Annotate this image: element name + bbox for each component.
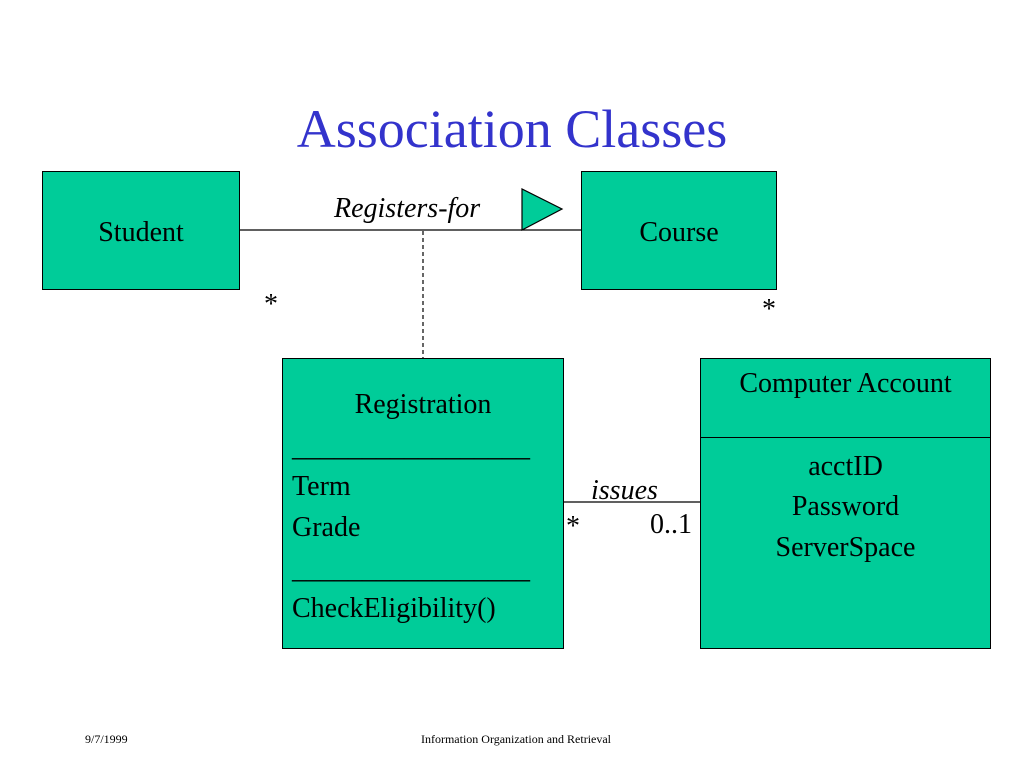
class-course-name: Course bbox=[639, 217, 719, 248]
class-computer-account[interactable]: Computer Account acctID Password ServerS… bbox=[700, 358, 991, 649]
registration-separator-top: _________________ bbox=[292, 432, 530, 463]
class-student[interactable]: Student bbox=[42, 171, 240, 290]
footer-title: Information Organization and Retrieval bbox=[420, 732, 612, 746]
direction-arrow-icon bbox=[521, 188, 564, 231]
registration-multiplicity: * bbox=[566, 511, 580, 542]
course-multiplicity: * bbox=[762, 294, 776, 325]
registers-for-label: Registers-for bbox=[334, 193, 481, 224]
registration-attribute-term: Term bbox=[292, 471, 351, 502]
registration-attribute-grade: Grade bbox=[292, 512, 361, 543]
issues-label: issues bbox=[591, 475, 658, 506]
registration-operation: CheckEligibility() bbox=[292, 593, 496, 624]
registration-separator-bottom: _________________ bbox=[292, 554, 530, 585]
computer-account-separator bbox=[701, 437, 990, 438]
computer-account-attribute-serverspace: ServerSpace bbox=[775, 532, 916, 563]
computer-account-class-name: Computer Account bbox=[739, 368, 952, 399]
slide-title: Association Classes bbox=[296, 99, 728, 159]
class-course[interactable]: Course bbox=[581, 171, 777, 290]
registration-class-name: Registration bbox=[354, 389, 492, 420]
computer-account-attribute-acctid: acctID bbox=[808, 451, 883, 482]
account-multiplicity: 0..1 bbox=[650, 509, 692, 540]
footer-date: 9/7/1999 bbox=[85, 732, 128, 746]
student-multiplicity: * bbox=[264, 289, 278, 320]
computer-account-attribute-password: Password bbox=[791, 491, 900, 522]
class-registration[interactable]: Registration _________________ Term Grad… bbox=[282, 358, 564, 649]
class-student-name: Student bbox=[98, 217, 184, 248]
